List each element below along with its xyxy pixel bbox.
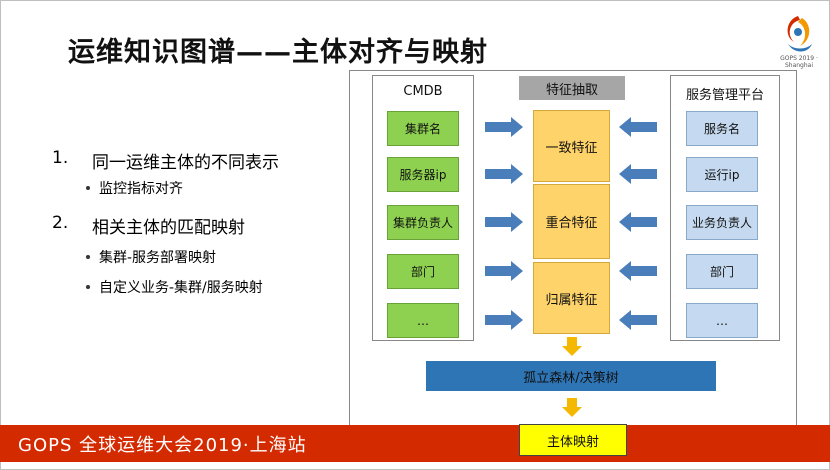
list-number: 2. — [52, 213, 69, 233]
model-box: 孤立森林/决策树 — [426, 361, 716, 391]
feature-box: 重合特征 — [533, 184, 610, 259]
list-item: 相关主体的匹配映射 — [92, 218, 245, 238]
list-subitem: 自定义业务-集群/服务映射 — [99, 280, 263, 296]
arrow-left-icon — [619, 310, 657, 330]
arrow-left-icon — [619, 212, 657, 232]
service-platform-item: 业务负责人 — [686, 205, 758, 240]
cmdb-item: 集群名 — [387, 111, 459, 146]
list-subitem: 监控指标对齐 — [99, 181, 183, 197]
service-platform-item: … — [686, 303, 758, 338]
list-subitem: 集群-服务部署映射 — [99, 250, 217, 266]
arrow-down-icon — [562, 337, 582, 356]
service-platform-panel-title: 服务管理平台 — [685, 88, 764, 103]
bullet-dot-icon — [86, 285, 90, 289]
footer-text: GOPS 全球运维大会2019·上海站 — [18, 435, 307, 456]
service-platform-item: 部门 — [686, 254, 758, 289]
list-item: 同一运维主体的不同表示 — [92, 153, 279, 173]
arrow-down-icon — [562, 398, 582, 417]
arrow-right-icon — [485, 164, 523, 184]
cmdb-item: 集群负责人 — [387, 205, 459, 240]
slide-title: 运维知识图谱——主体对齐与映射 — [68, 37, 488, 68]
list-number: 1. — [52, 148, 69, 168]
footer-bar: GOPS 全球运维大会2019·上海站 — [0, 425, 830, 462]
service-platform-item: 服务名 — [686, 111, 758, 146]
cmdb-item: 部门 — [387, 254, 459, 289]
cmdb-panel-title: CMDB — [403, 84, 443, 99]
cmdb-item: 服务器ip — [387, 157, 459, 192]
arrow-right-icon — [485, 117, 523, 137]
gops-logo-icon — [787, 16, 812, 52]
service-platform-item: 运行ip — [686, 157, 758, 192]
cmdb-item: … — [387, 303, 459, 338]
arrow-right-icon — [485, 261, 523, 281]
bullet-dot-icon — [86, 186, 90, 190]
logo-caption: GOPS 2019 · Shanghai — [780, 55, 818, 69]
feature-extraction-label: 特征抽取 — [519, 76, 625, 100]
arrow-left-icon — [619, 117, 657, 137]
bullet-dot-icon — [86, 255, 90, 259]
feature-box: 归属特征 — [533, 262, 610, 334]
arrow-right-icon — [485, 212, 523, 232]
arrow-left-icon — [619, 261, 657, 281]
result-box: 主体映射 — [519, 424, 627, 456]
arrow-left-icon — [619, 164, 657, 184]
feature-box: 一致特征 — [533, 110, 610, 182]
arrow-right-icon — [485, 310, 523, 330]
